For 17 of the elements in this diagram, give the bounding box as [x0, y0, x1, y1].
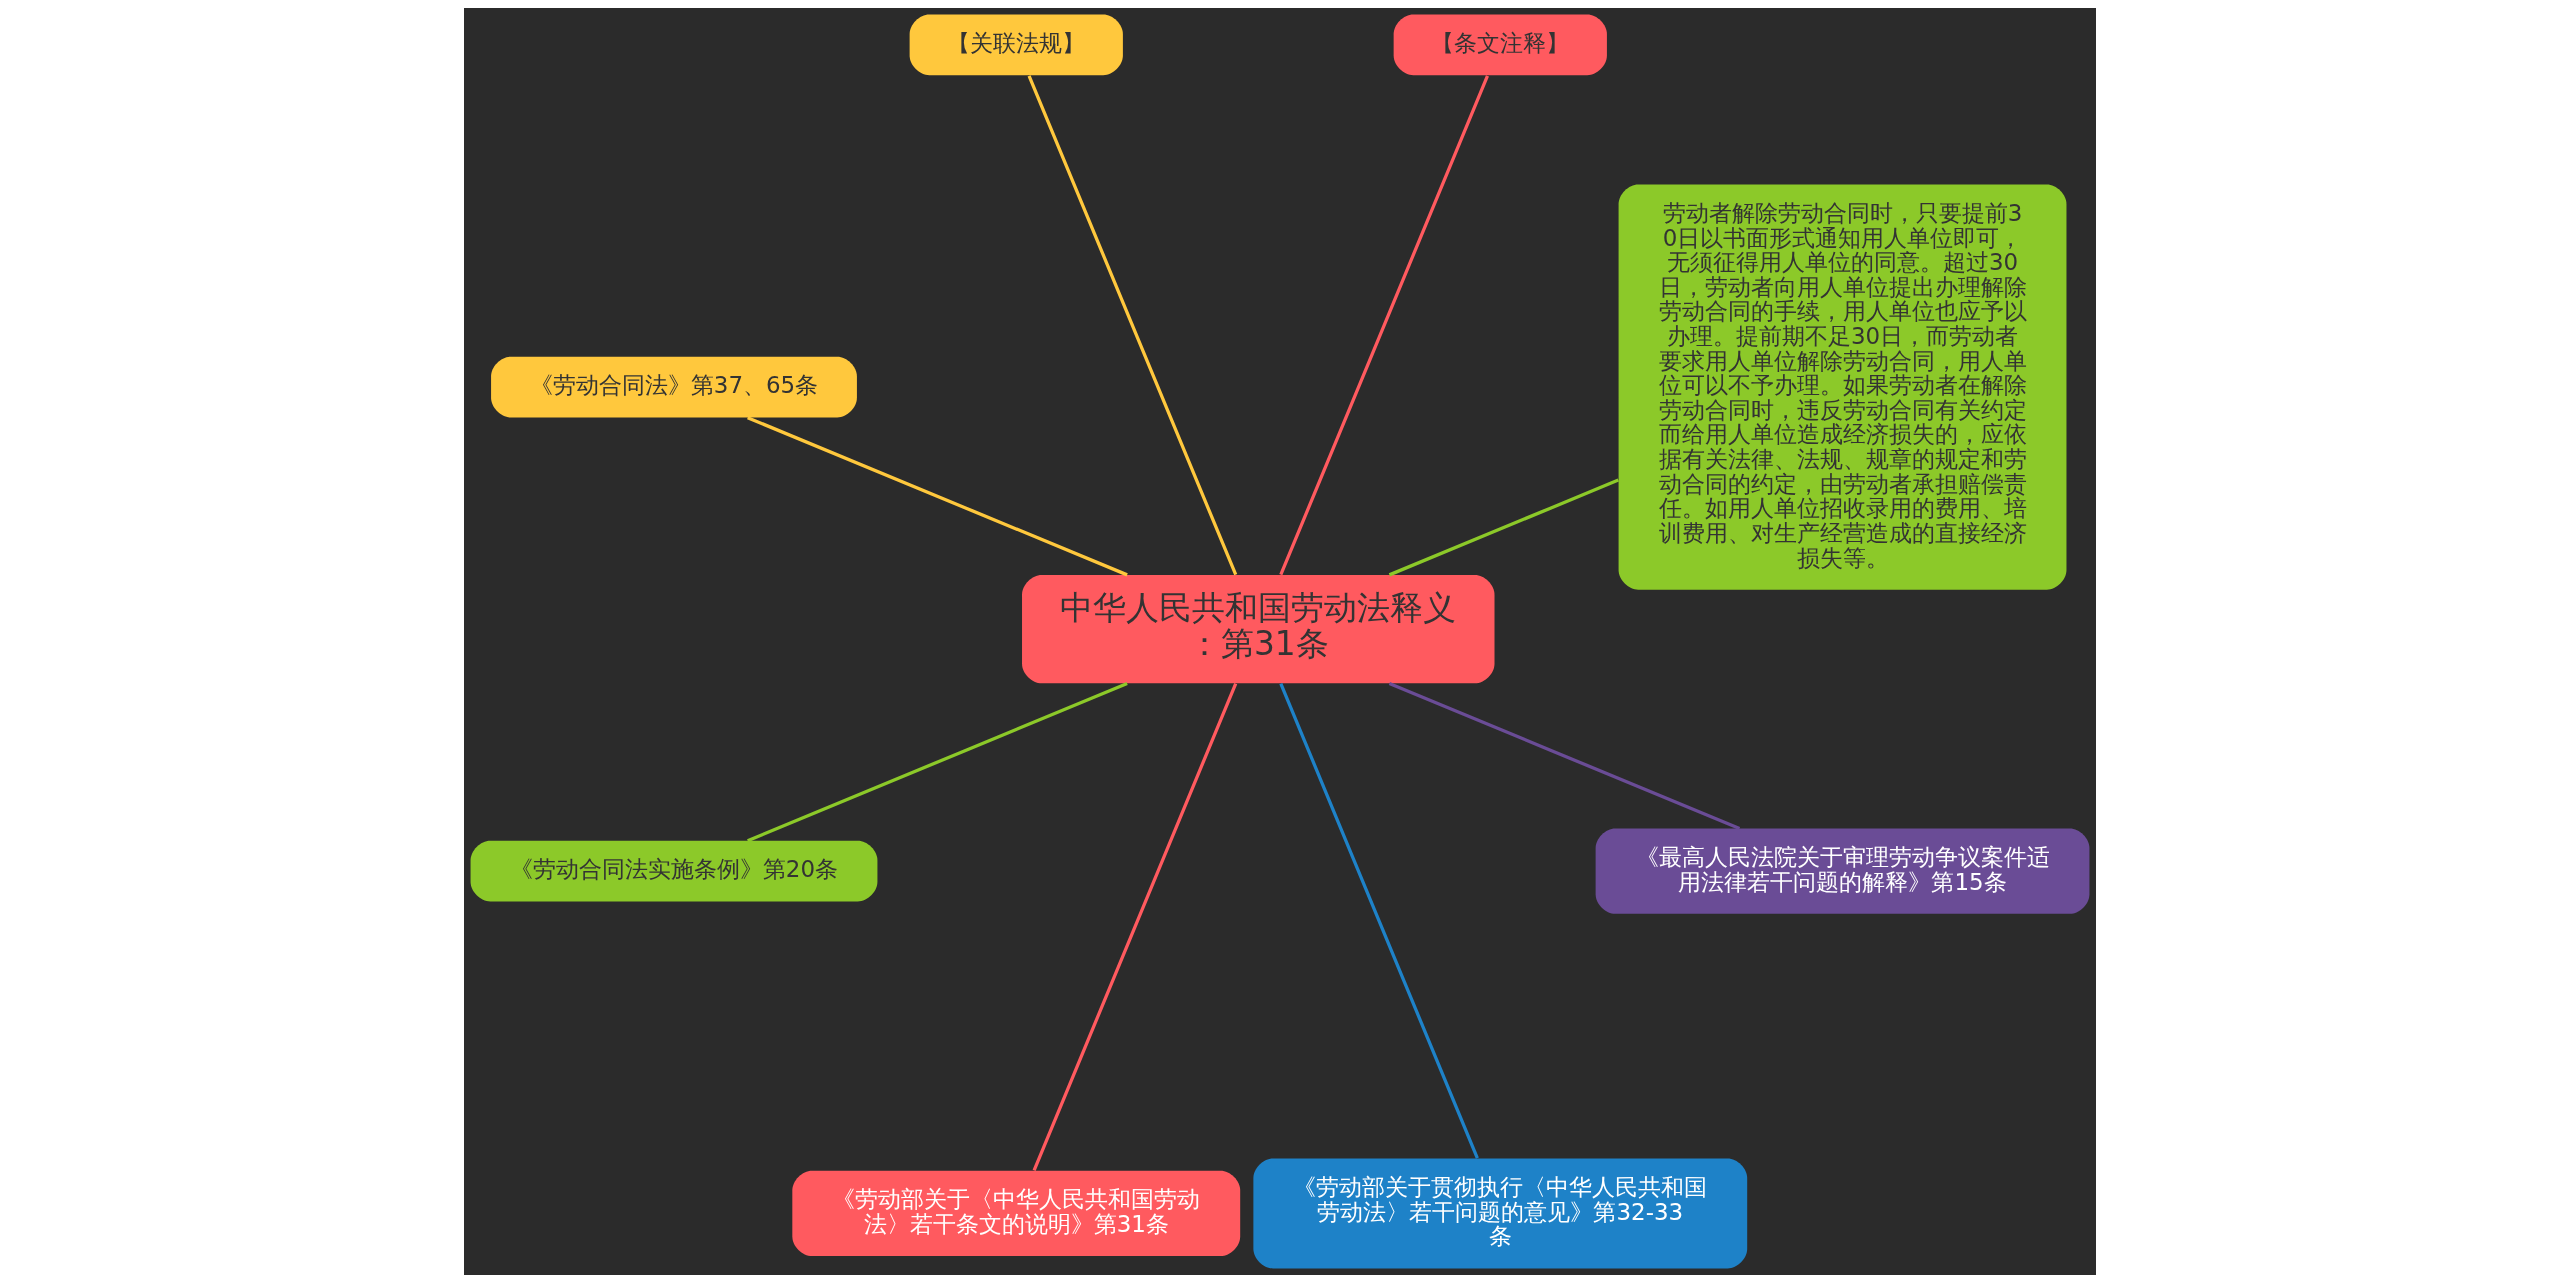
node-box: 【条文注释】	[1393, 14, 1607, 76]
node-box: 《劳动部关于贯彻执行〈中华人民共和国劳动法〉若干问题的意见》第32-33条	[1253, 1158, 1748, 1269]
node-box: 【关联法规】	[909, 14, 1123, 76]
connector	[1032, 683, 1238, 1171]
node-box: 劳动者解除劳动合同时，只要提前30日以书面形式通知用人单位即可，无须征得用人单位的同意。超过30日，劳动者向用人单位提出办理解除劳动合同的手续，用人单位也应予以办理。提前期不足30日，而劳动者要求用人单位解除劳动合同，用人单位可以不予办理。如果劳动者在解除劳动合同时，违反劳动合同有关约定而给用人单位造成经济损失的，应依据有关法律、法规、规章的规定和劳动合同的约定，由劳动者承担赔偿责任。如用人单位招收录用的费用、培训费用、对生产经营造成的直接经济损失等。	[1618, 184, 2067, 590]
node-box: 《劳动合同法》第37、65条	[491, 356, 857, 418]
node-box: 《劳动部关于〈中华人民共和国劳动法〉若干条文的说明》第31条	[792, 1170, 1241, 1257]
connector	[1027, 75, 1238, 576]
connector	[747, 682, 1128, 843]
connector	[1388, 682, 1741, 831]
connector	[1279, 75, 1489, 576]
connector	[747, 416, 1128, 577]
node-box: 中华人民共和国劳动法释义：第31条	[1022, 575, 1495, 684]
connector	[1388, 478, 1619, 577]
node-box: 《劳动合同法实施条例》第20条	[470, 840, 878, 902]
node-box: 《最高人民法院关于审理劳动争议案件适用法律若干问题的解释》第15条	[1595, 828, 2090, 914]
connector	[1279, 683, 1479, 1159]
